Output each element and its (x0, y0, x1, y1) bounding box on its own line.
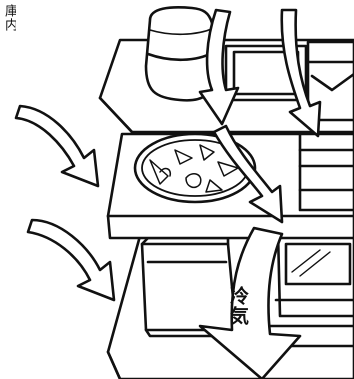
bottom-left-container (142, 244, 236, 330)
inflow-arrows (16, 106, 114, 300)
round-container (146, 7, 215, 100)
caption-text: 庫内 (2, 4, 16, 66)
cold-air-label: 冷気 (228, 286, 248, 326)
middle-right-container (300, 134, 354, 210)
